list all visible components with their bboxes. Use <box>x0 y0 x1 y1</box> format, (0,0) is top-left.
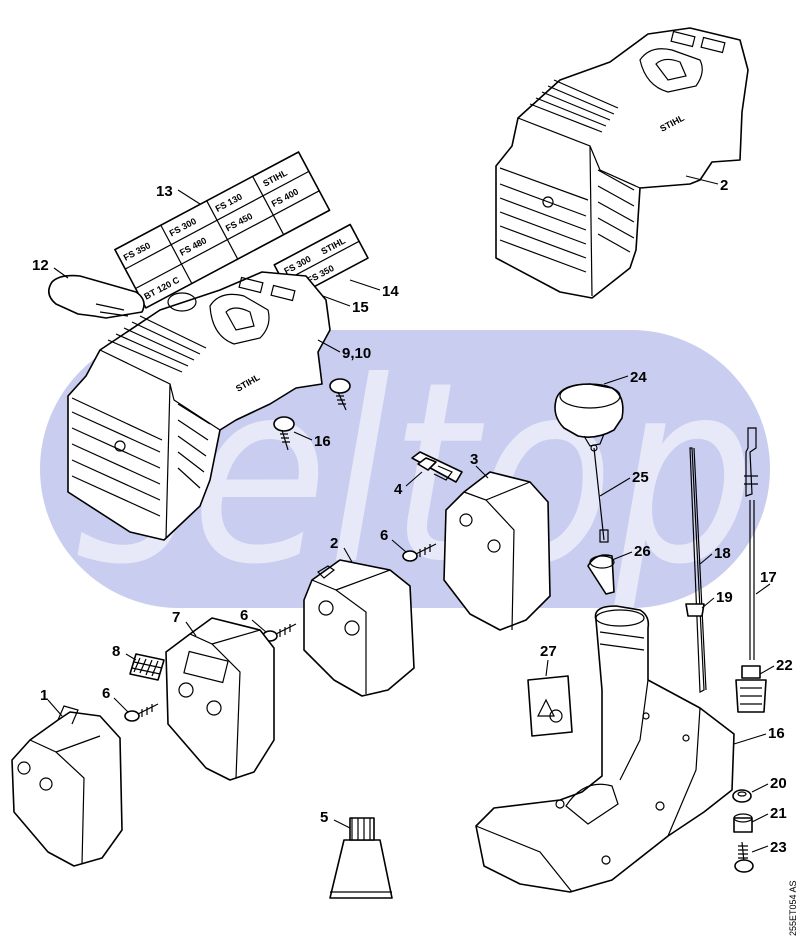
sticker-sheet-13: STIHL FS 130 FS 300 FS 350 FS 400 FS 450… <box>114 151 331 309</box>
callout-16: 16 <box>314 433 331 450</box>
callout-8: 8 <box>112 643 120 660</box>
callout-17: 16 <box>768 725 785 742</box>
callout-6-lower: 6 <box>102 685 110 702</box>
callout-15: 15 <box>352 299 369 316</box>
callout-18: 17 <box>760 569 777 586</box>
shroud-9-10: STIHL <box>67 271 331 541</box>
callout-7: 7 <box>172 609 180 626</box>
screw-6-a <box>402 543 437 562</box>
callout-24: 23 <box>770 839 787 856</box>
screw-6-b <box>262 623 297 642</box>
screw-6-c <box>124 703 159 722</box>
drawing-code: 255ET054 AS <box>788 880 798 936</box>
callout-26: 25 <box>632 469 649 486</box>
callout-1: 1 <box>40 687 48 704</box>
strainer-27 <box>587 554 615 595</box>
callout-22: 21 <box>770 805 787 822</box>
grommet-20 <box>685 603 705 617</box>
bushing-22 <box>733 813 753 833</box>
screw-16-b <box>273 416 295 451</box>
callout-23: 22 <box>776 657 793 674</box>
screen-8 <box>129 653 165 681</box>
sticker-14: STIHL FS 300 FS 350 <box>273 223 369 300</box>
callout-12: 12 <box>32 257 49 274</box>
cord-26 <box>590 444 609 543</box>
callout-9-10: 9,10 <box>342 345 371 362</box>
muffler-3 <box>443 471 551 631</box>
callout-21: 20 <box>770 775 787 792</box>
grommet-21 <box>732 789 752 803</box>
pickup-line-18 <box>744 427 758 660</box>
plate-12 <box>48 274 145 319</box>
callout-25: 24 <box>630 369 647 386</box>
shroud-11: STIHL <box>495 27 749 299</box>
fuel-tank-17 <box>475 605 735 893</box>
fitting-4 <box>411 451 463 483</box>
muffler-2 <box>303 559 415 697</box>
callout-27: 26 <box>634 543 651 560</box>
callout-3: 3 <box>470 451 478 468</box>
warning-label-28 <box>527 675 573 737</box>
callout-2: 2 <box>330 535 338 552</box>
callout-28: 27 <box>540 643 557 660</box>
callout-6-upper: 6 <box>380 527 388 544</box>
fuel-filter-23 <box>735 665 767 713</box>
callout-6-middle: 6 <box>240 607 248 624</box>
screw-16-a <box>329 378 351 411</box>
callout-20: 19 <box>716 589 733 606</box>
callout-19: 18 <box>714 545 731 562</box>
callout-14: 14 <box>382 283 399 300</box>
muffler-7 <box>165 617 275 781</box>
callout-13: 13 <box>156 183 173 200</box>
tube-5 <box>329 817 393 899</box>
callout-4: 4 <box>394 481 403 498</box>
screw-24 <box>734 841 754 873</box>
muffler-1 <box>11 705 123 867</box>
callout-5: 5 <box>320 809 328 826</box>
callout-11: 2 <box>720 177 728 194</box>
tank-cap-25 <box>554 383 624 447</box>
